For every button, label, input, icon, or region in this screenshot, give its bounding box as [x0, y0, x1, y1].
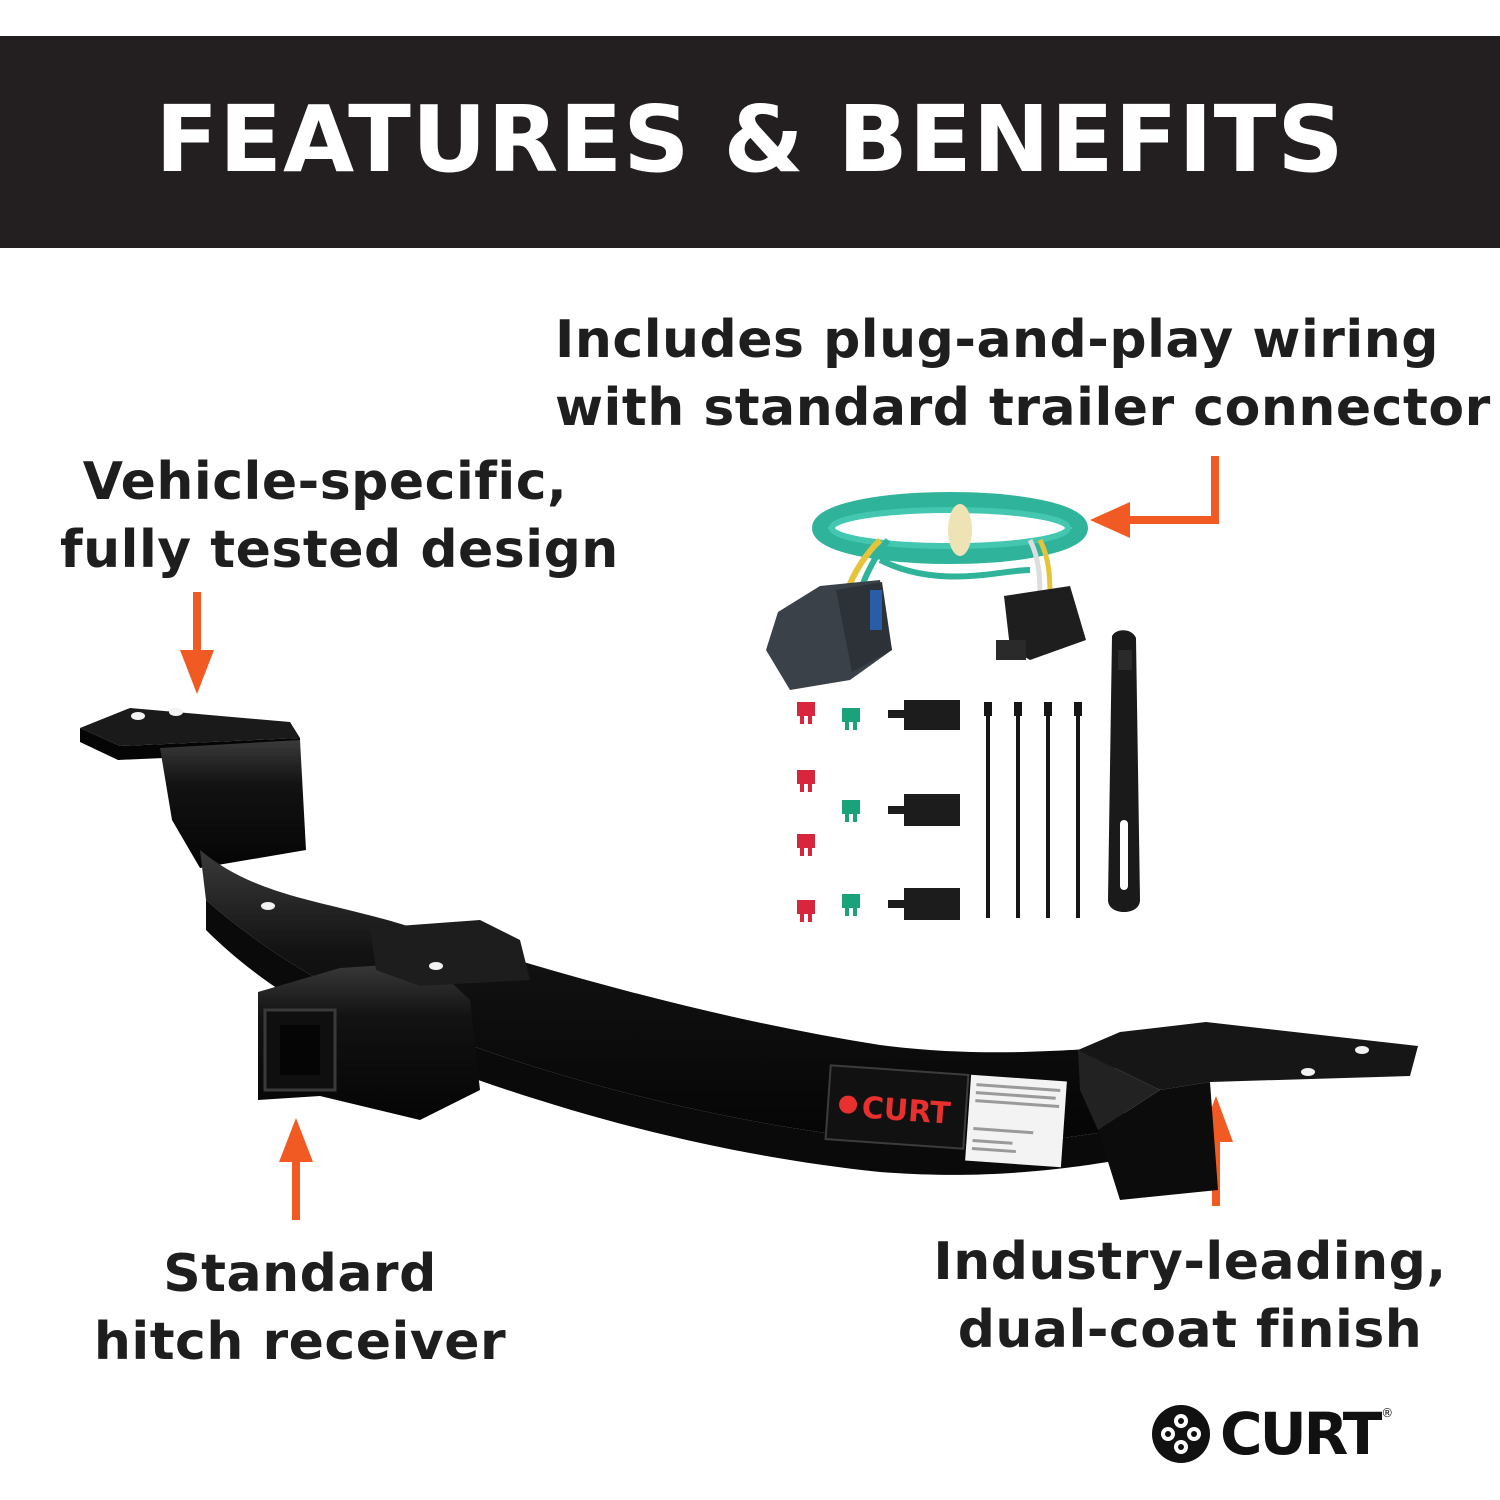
callout-finish: Industry-leading, dual-coat finish — [930, 1228, 1450, 1364]
callout-finish-line-2: dual-coat finish — [957, 1300, 1423, 1360]
hitch-label-brand: CURT — [861, 1091, 952, 1132]
callout-vehicle-line-1: Vehicle-specific, — [82, 452, 568, 512]
callout-receiver-line-1: Standard — [163, 1244, 437, 1304]
page-title: FEATURES & BENEFITS — [155, 85, 1345, 193]
callout-finish-line-1: Industry-leading, — [933, 1232, 1447, 1292]
callout-vehicle: Vehicle-specific, fully tested design — [60, 448, 619, 584]
hitch-body: CURT — [80, 708, 1418, 1200]
callout-receiver: Standard hitch receiver — [90, 1240, 510, 1376]
callout-wiring-line-1: Includes plug-and-play wiring — [555, 310, 1439, 370]
wiring-accessories — [797, 630, 1140, 922]
arrow-left-icon — [1090, 456, 1219, 538]
arrow-down-icon — [180, 592, 214, 694]
header-banner: FEATURES & BENEFITS — [0, 36, 1500, 248]
callout-wiring-line-2: with standard trailer connector — [555, 378, 1491, 438]
callout-receiver-line-2: hitch receiver — [93, 1312, 507, 1372]
brand-name: CURT — [1220, 1400, 1382, 1468]
callout-vehicle-line-2: fully tested design — [60, 520, 619, 580]
curt-logo-icon — [1152, 1405, 1210, 1463]
brand-logo: CURT ® — [1150, 1394, 1450, 1474]
wiring-harness — [766, 492, 1088, 690]
arrow-up-icon — [279, 1118, 313, 1220]
callout-wiring: Includes plug-and-play wiring with stand… — [555, 306, 1491, 442]
brand-registered-mark: ® — [1381, 1406, 1394, 1420]
